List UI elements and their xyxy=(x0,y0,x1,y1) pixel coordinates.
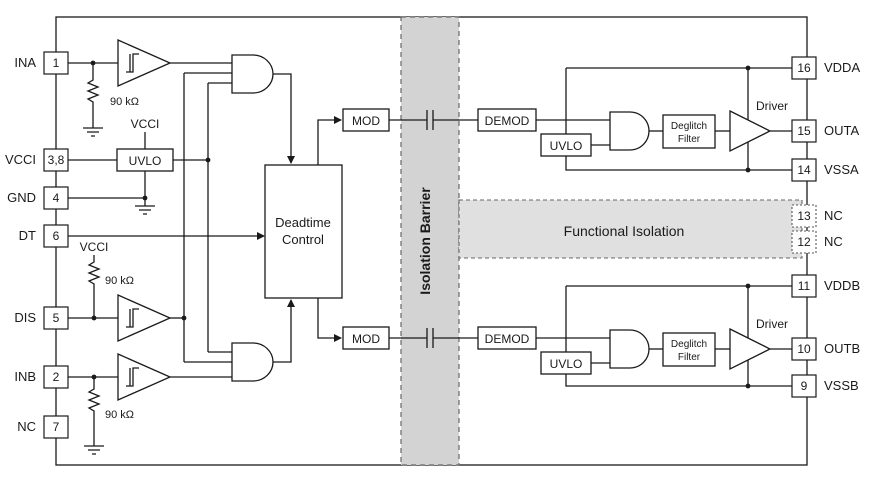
vcci-dis-label: VCCI xyxy=(80,240,109,254)
deglitch-filter-a-block xyxy=(662,114,716,149)
and-gate-b-icon xyxy=(231,342,274,382)
pin-vcci: 3,8 VCCI xyxy=(5,148,69,172)
pin-name: NC xyxy=(824,234,843,249)
isolation-capacitor-b-icon xyxy=(389,328,478,348)
pin-dis: 5 DIS xyxy=(14,306,69,330)
pin-name: NC xyxy=(17,419,36,434)
pin-outb: 10 OUTB xyxy=(791,337,860,361)
pin-gnd: 4 GND xyxy=(7,186,69,210)
pin-number: 11 xyxy=(798,279,811,293)
uvlo-a-label: UVLO xyxy=(550,139,583,153)
ground-icon xyxy=(84,445,104,455)
driver-b-icon xyxy=(729,327,772,371)
pin-number: 7 xyxy=(53,420,60,434)
pin-vddb: 11 VDDB xyxy=(791,274,860,298)
pin-number: 14 xyxy=(797,163,811,177)
deglitch-b-line2: Filter xyxy=(678,352,701,363)
resistor-inb-icon xyxy=(87,377,101,446)
deglitch-a-line1: Deglitch xyxy=(671,121,707,132)
deadtime-control-block xyxy=(264,164,343,299)
pin-name: INA xyxy=(14,55,36,70)
uvlo-b-label: UVLO xyxy=(550,357,583,371)
driver-b-label: Driver xyxy=(756,317,788,331)
resistor-inb-label: 90 kΩ xyxy=(105,409,134,421)
pin-number: 6 xyxy=(53,229,60,243)
deglitch-b-line1: Deglitch xyxy=(671,339,707,350)
deadtime-label-line1: Deadtime xyxy=(275,215,331,230)
deadtime-label-line2: Control xyxy=(282,232,324,247)
pin-outa: 15 OUTA xyxy=(791,119,859,143)
isolation-barrier xyxy=(400,16,460,466)
pin-nc-13: 13 NC xyxy=(791,204,843,228)
demod-b-label: DEMOD xyxy=(485,332,530,346)
schmitt-buffer-inb-icon xyxy=(117,353,172,401)
deglitch-a-line2: Filter xyxy=(678,134,701,145)
pin-ina: 1 INA xyxy=(14,51,69,75)
pin-number: 15 xyxy=(797,124,811,138)
pin-name: OUTB xyxy=(824,341,860,356)
pin-name: OUTA xyxy=(824,123,859,138)
driver-a-label: Driver xyxy=(756,99,788,113)
pin-name: VSSA xyxy=(824,162,859,177)
ground-icon xyxy=(135,205,155,215)
pin-number: 9 xyxy=(801,379,808,393)
and-gate-a-icon xyxy=(231,54,274,94)
pin-number: 12 xyxy=(797,235,811,249)
schmitt-buffer-ina-icon xyxy=(117,39,172,87)
functional-isolation-band xyxy=(458,199,803,259)
demod-a-label: DEMOD xyxy=(485,114,530,128)
pin-name: GND xyxy=(7,190,36,205)
pin-number: 13 xyxy=(797,209,811,223)
uvlo-input-label: UVLO xyxy=(129,154,162,168)
mod-a-label: MOD xyxy=(352,114,380,128)
pin-name: NC xyxy=(824,208,843,223)
pin-name: INB xyxy=(14,369,36,384)
pin-name: DIS xyxy=(14,310,36,325)
pin-name: VCCI xyxy=(5,152,36,167)
resistor-dis-label: 90 kΩ xyxy=(105,275,134,287)
and-gate-out-b-icon xyxy=(609,329,650,369)
pin-nc-left: 7 NC xyxy=(17,415,69,439)
pin-number: 1 xyxy=(53,56,60,70)
isolation-capacitor-a-icon xyxy=(389,110,478,130)
resistor-ina-label: 90 kΩ xyxy=(110,96,139,108)
pin-inb: 2 INB xyxy=(14,365,69,389)
pin-name: VDDB xyxy=(824,278,860,293)
resistor-dis-icon xyxy=(87,255,101,318)
deglitch-filter-b-block xyxy=(662,332,716,367)
pin-number: 4 xyxy=(53,191,60,205)
pin-nc-12: 12 NC xyxy=(791,230,843,254)
mod-b-label: MOD xyxy=(352,332,380,346)
pin-number: 2 xyxy=(53,370,60,384)
ground-icon xyxy=(83,127,103,137)
functional-isolation-label: Functional Isolation xyxy=(564,223,685,239)
pin-number: 16 xyxy=(797,61,811,75)
vcci-supply-label: VCCI xyxy=(131,117,160,131)
and-gate-out-a-icon xyxy=(609,111,650,151)
schmitt-buffer-dis-icon xyxy=(117,294,172,342)
pin-dt: 6 DT xyxy=(19,224,69,248)
isolation-barrier-label: Isolation Barrier xyxy=(417,187,433,295)
pin-name: VSSB xyxy=(824,378,859,393)
pin-vssa: 14 VSSA xyxy=(791,158,859,182)
pin-number: 3,8 xyxy=(48,153,65,167)
pin-vdda: 16 VDDA xyxy=(791,56,860,80)
resistor-ina-icon xyxy=(86,63,100,128)
pin-number: 5 xyxy=(53,311,60,325)
pin-name: VDDA xyxy=(824,60,860,75)
pin-vssb: 9 VSSB xyxy=(791,374,859,398)
driver-a-icon xyxy=(729,109,772,153)
pin-name: DT xyxy=(19,228,36,243)
pin-number: 10 xyxy=(797,342,811,356)
